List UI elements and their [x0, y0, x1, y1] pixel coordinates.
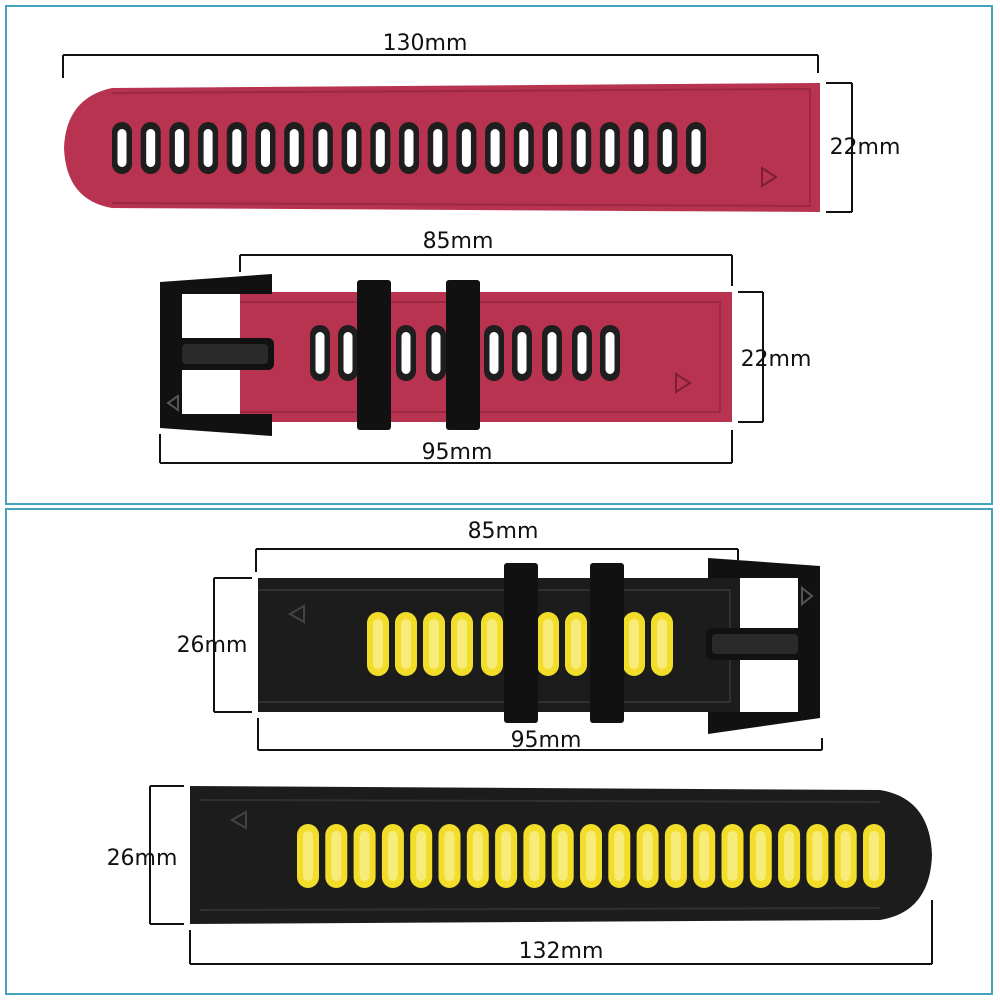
strap-hole-inner — [577, 332, 587, 374]
strap-hole-inner — [629, 619, 639, 669]
strap-hole-inner — [457, 619, 467, 669]
label-95mm-bottom: 95mm — [511, 728, 582, 753]
label-22mm-top: 22mm — [830, 135, 901, 160]
label-85mm-bottom: 85mm — [468, 519, 539, 544]
strap-hole-inner — [232, 129, 242, 167]
strap-hole-inner — [727, 831, 738, 881]
strap-hole-inner — [489, 332, 499, 374]
strap-keeper-icon — [504, 563, 624, 723]
strap-hole-inner — [557, 831, 568, 881]
strap-hole-inner — [429, 619, 439, 669]
strap-hole-inner — [375, 129, 385, 167]
strap-hole-inner — [642, 831, 653, 881]
strap-hole-inner — [670, 831, 681, 881]
black-short-strap-holes — [367, 612, 673, 676]
dimension-22mm-top — [826, 82, 853, 213]
dimension-85mm-bottom — [255, 548, 739, 572]
strap-hole-inner — [261, 129, 270, 167]
strap-hole-inner — [472, 831, 483, 881]
strap-hole-inner — [699, 831, 710, 881]
strap-hole-inner — [387, 831, 398, 881]
strap-hole-inner — [303, 831, 313, 881]
black-long-strap-holes — [297, 824, 885, 888]
strap-hole-inner — [444, 831, 455, 881]
strap-hole-inner — [315, 332, 325, 374]
dimension-95mm-bottom — [257, 718, 823, 751]
strap-hole-inner — [548, 129, 557, 167]
strap-hole-inner — [605, 129, 615, 167]
strap-hole-inner — [401, 619, 411, 669]
strap-hole-inner — [519, 129, 529, 167]
strap-hole-inner — [373, 619, 383, 669]
strap-hole-inner — [203, 129, 213, 167]
red-short-strap — [240, 292, 732, 422]
strap-hole-inner — [347, 129, 357, 167]
strap-hole-inner — [576, 129, 586, 167]
strap-keeper-icon — [357, 280, 480, 430]
buckle-icon — [706, 558, 820, 734]
strap-hole-inner — [529, 831, 540, 881]
label-85mm-top: 85mm — [423, 229, 494, 254]
red-long-strap — [64, 83, 820, 212]
red-long-strap-holes — [112, 122, 706, 174]
strap-hole-inner — [662, 129, 672, 167]
label-95mm-top: 95mm — [422, 440, 493, 465]
dimension-26mm-long-bottom — [149, 785, 184, 925]
red-short-strap-holes — [310, 325, 620, 381]
strap-hole-inner — [433, 129, 443, 167]
label-22mm-short-top: 22mm — [741, 347, 812, 372]
strap-hole-inner — [784, 831, 795, 881]
triangle-arrow-icon — [675, 372, 692, 394]
buckle-icon — [160, 274, 274, 436]
label-26mm-long-bottom: 26mm — [107, 846, 178, 871]
strap-hole-inner — [501, 831, 512, 881]
strap-hole-inner — [490, 129, 500, 167]
dimension-85mm-top — [239, 254, 733, 286]
triangle-arrow-icon — [287, 604, 305, 624]
strap-hole-inner — [487, 619, 497, 669]
strap-hole-inner — [146, 129, 156, 167]
strap-hole-inner — [605, 332, 615, 374]
strap-hole-inner — [614, 831, 625, 881]
strap-hole-inner — [586, 831, 596, 881]
label-26mm-short-bottom: 26mm — [177, 633, 248, 658]
strap-hole-inner — [289, 129, 299, 167]
strap-hole-inner — [657, 619, 667, 669]
strap-hole-inner — [431, 332, 441, 374]
strap-hole-inner — [691, 129, 701, 167]
label-130mm: 130mm — [383, 31, 468, 56]
strap-hole-inner — [543, 619, 553, 669]
strap-hole-inner — [869, 831, 879, 881]
strap-hole-inner — [359, 831, 370, 881]
strap-hole-inner — [840, 831, 851, 881]
strap-hole-inner — [416, 831, 427, 881]
strap-hole-inner — [547, 332, 557, 374]
dimension-132mm — [189, 900, 933, 965]
strap-hole-inner — [117, 129, 127, 167]
triangle-arrow-icon — [166, 394, 179, 412]
strap-hole-inner — [812, 831, 823, 881]
dimension-22mm-short-top — [738, 291, 764, 423]
strap-hole-inner — [461, 129, 471, 167]
black-long-strap — [190, 786, 932, 924]
strap-hole-inner — [174, 129, 184, 167]
triangle-arrow-icon — [761, 166, 778, 188]
strap-hole-inner — [343, 332, 353, 374]
strap-hole-inner — [404, 129, 414, 167]
strap-hole-inner — [517, 332, 527, 374]
strap-hole-inner — [634, 129, 644, 167]
dimension-26mm-short-bottom — [213, 577, 252, 713]
dimension-130mm — [62, 54, 819, 78]
black-short-strap — [258, 578, 740, 712]
dimension-95mm-top — [159, 430, 733, 464]
strap-hole-inner — [401, 332, 411, 374]
strap-hole-inner — [318, 129, 328, 167]
strap-hole-inner — [571, 619, 581, 669]
strap-hole-inner — [331, 831, 342, 881]
triangle-arrow-icon — [229, 810, 247, 830]
label-132mm: 132mm — [519, 939, 604, 964]
strap-hole-inner — [755, 831, 766, 881]
triangle-arrow-icon — [801, 585, 814, 607]
